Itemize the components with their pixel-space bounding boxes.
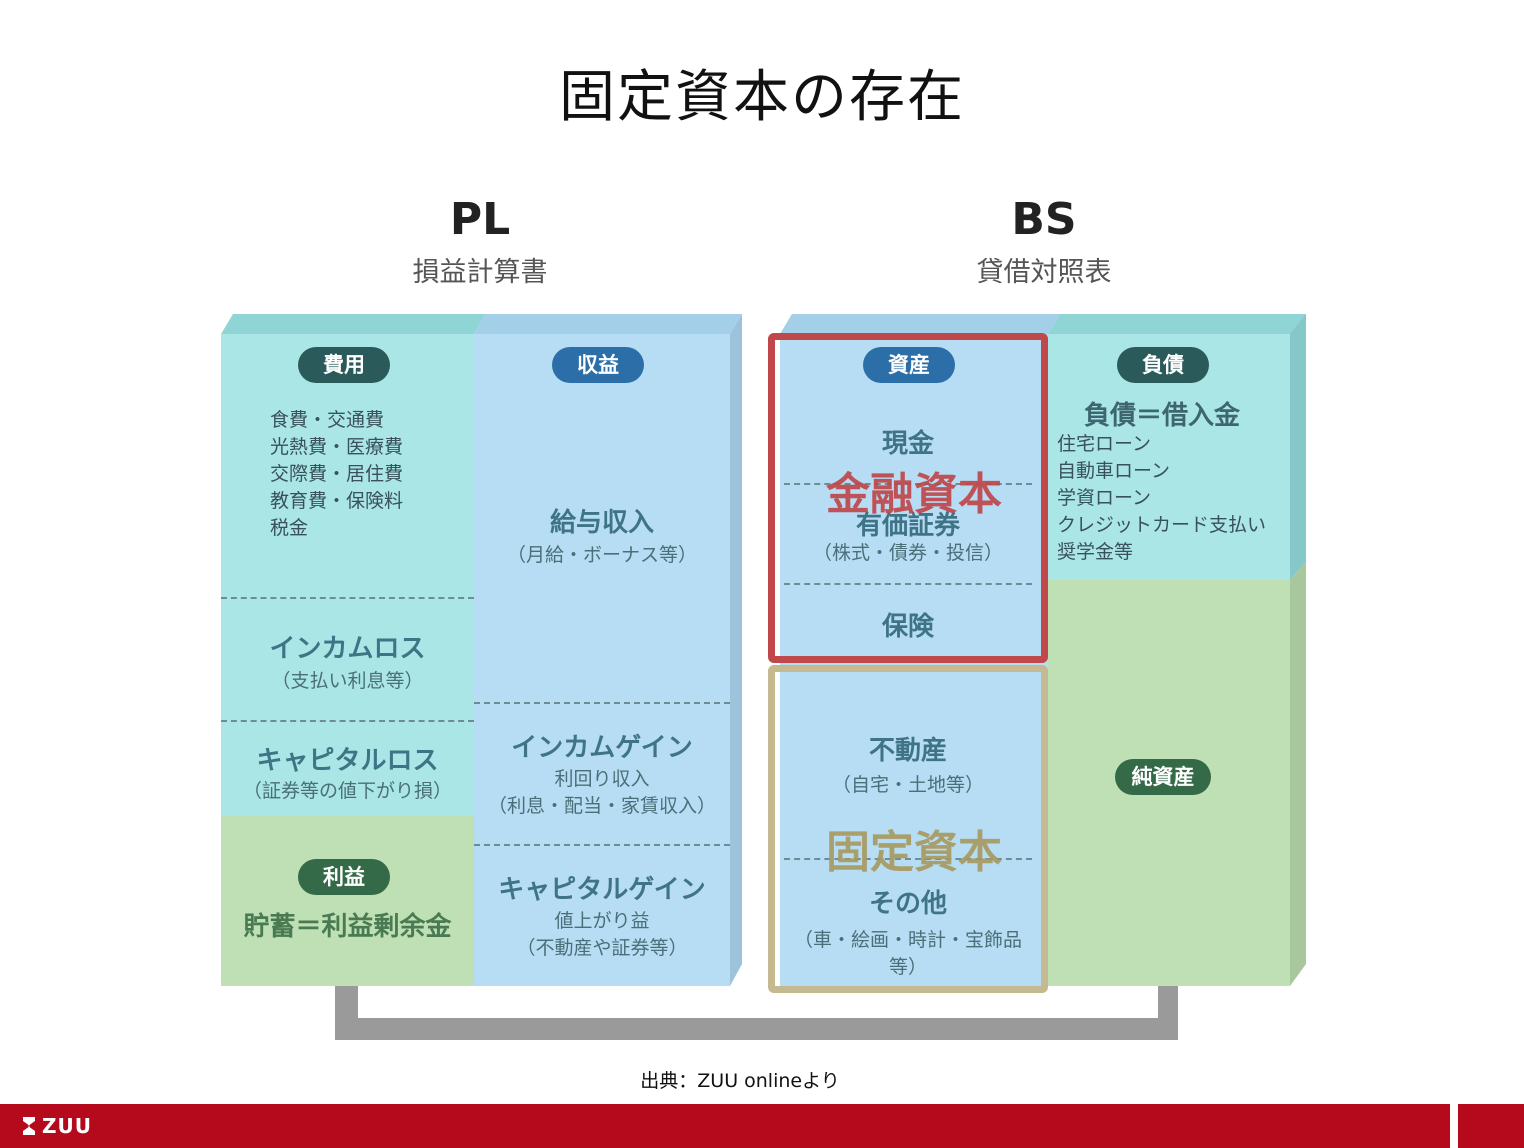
page-title: 固定資本の存在 xyxy=(559,65,965,130)
bs-liability-top-face xyxy=(1048,314,1306,334)
net-assets-badge: 純資産 xyxy=(1115,759,1211,795)
profit-text: 貯蓄＝利益剰余金 xyxy=(243,912,452,942)
pl-revenue-column xyxy=(474,334,730,986)
income-gain-line2: （利息・配当・家賃収入） xyxy=(487,795,716,817)
capital-gain-line1: 値上がり益 xyxy=(554,910,650,932)
liability-badge: 負債 xyxy=(1117,347,1209,383)
financial-capital-label: 金融資本 xyxy=(826,469,1002,520)
income-gain-line1: 利回り収入 xyxy=(554,768,650,790)
zuu-mark-icon xyxy=(23,1117,35,1135)
financial-capital-frame xyxy=(768,333,1048,663)
list-item: 住宅ローン xyxy=(1057,433,1152,455)
other-label: その他 xyxy=(868,889,947,919)
divider xyxy=(784,583,1032,585)
list-item: 光熱費・医療費 xyxy=(270,436,404,458)
capital-loss-title: キャピタルロス xyxy=(256,746,439,776)
asset-badge: 資産 xyxy=(863,347,955,383)
securities-note: （株式・債券・投信） xyxy=(812,542,1003,564)
securities-label: 有価証券 xyxy=(855,511,960,541)
footer-bar xyxy=(0,1104,1524,1148)
expense-badge: 費用 xyxy=(298,347,390,383)
bs-heading: BS xyxy=(1011,194,1077,245)
real-estate-note: （自宅・土地等） xyxy=(831,774,984,796)
pl-revenue-top-face xyxy=(474,314,742,334)
divider xyxy=(784,858,1032,860)
source-caption: 出典：ZUU onlineより xyxy=(640,1070,840,1092)
list-item: クレジットカード支払い xyxy=(1057,514,1267,536)
list-item: 奨学金等 xyxy=(1057,541,1134,563)
pl-expense-column xyxy=(221,334,474,816)
pl-profit-block xyxy=(221,816,474,986)
other-note: （車・絵画・時計・宝飾品等） xyxy=(793,929,1022,978)
list-item: 食費・交通費 xyxy=(270,409,385,431)
income-loss-title: インカムロス xyxy=(269,634,426,664)
brand-name: ZUU xyxy=(42,1114,92,1138)
cash-label: 現金 xyxy=(881,429,934,459)
divider xyxy=(474,702,730,704)
list-item: 学資ローン xyxy=(1057,487,1152,509)
revenue-badge: 収益 xyxy=(552,347,644,383)
fixed-capital-label: 固定資本 xyxy=(826,827,1002,878)
pl-subheading: 損益計算書 xyxy=(412,257,548,288)
pl-expense-top-face xyxy=(221,314,486,334)
salary-title: 給与収入 xyxy=(549,508,654,538)
insurance-label: 保険 xyxy=(881,612,934,642)
capital-gain-line2: （不動産や証券等） xyxy=(516,937,688,959)
pl-heading: PL xyxy=(449,194,511,245)
pl-side-face xyxy=(730,314,742,986)
brand-logo: ZUU xyxy=(22,1112,92,1140)
real-estate-label: 不動産 xyxy=(868,736,947,766)
profit-badge: 利益 xyxy=(298,859,390,895)
divider xyxy=(784,483,1032,485)
footer-divider xyxy=(1450,1104,1458,1148)
bs-liability-side-face xyxy=(1290,314,1306,580)
bs-subheading: 貸借対照表 xyxy=(976,257,1112,288)
capital-loss-note: （証券等の値下がり損） xyxy=(242,780,452,802)
liability-list: 住宅ローン 自動車ローン 学資ローン クレジットカード支払い 奨学金等 xyxy=(1057,431,1287,566)
list-item: 自動車ローン xyxy=(1057,460,1171,482)
expense-list: 食費・交通費 光熱費・医療費 交際費・居住費 教育費・保険料 税金 xyxy=(270,407,470,542)
divider xyxy=(474,844,730,846)
profit-flow-arrow xyxy=(335,940,1196,1040)
salary-note: （月給・ボーナス等） xyxy=(506,544,697,566)
bs-net-side-face xyxy=(1290,562,1306,986)
liability-title: 負債＝借入金 xyxy=(1083,401,1240,431)
list-item: 交際費・居住費 xyxy=(270,463,404,485)
capital-gain-title: キャピタルゲイン xyxy=(498,875,706,905)
income-gain-title: インカムゲイン xyxy=(511,733,693,763)
bs-asset-top-face xyxy=(780,314,1060,334)
list-item: 教育費・保険料 xyxy=(270,490,404,512)
divider xyxy=(221,597,474,599)
income-loss-note: （支払い利息等） xyxy=(271,670,424,692)
fixed-capital-frame xyxy=(768,665,1048,993)
list-item: 税金 xyxy=(270,517,309,539)
divider xyxy=(221,720,474,722)
